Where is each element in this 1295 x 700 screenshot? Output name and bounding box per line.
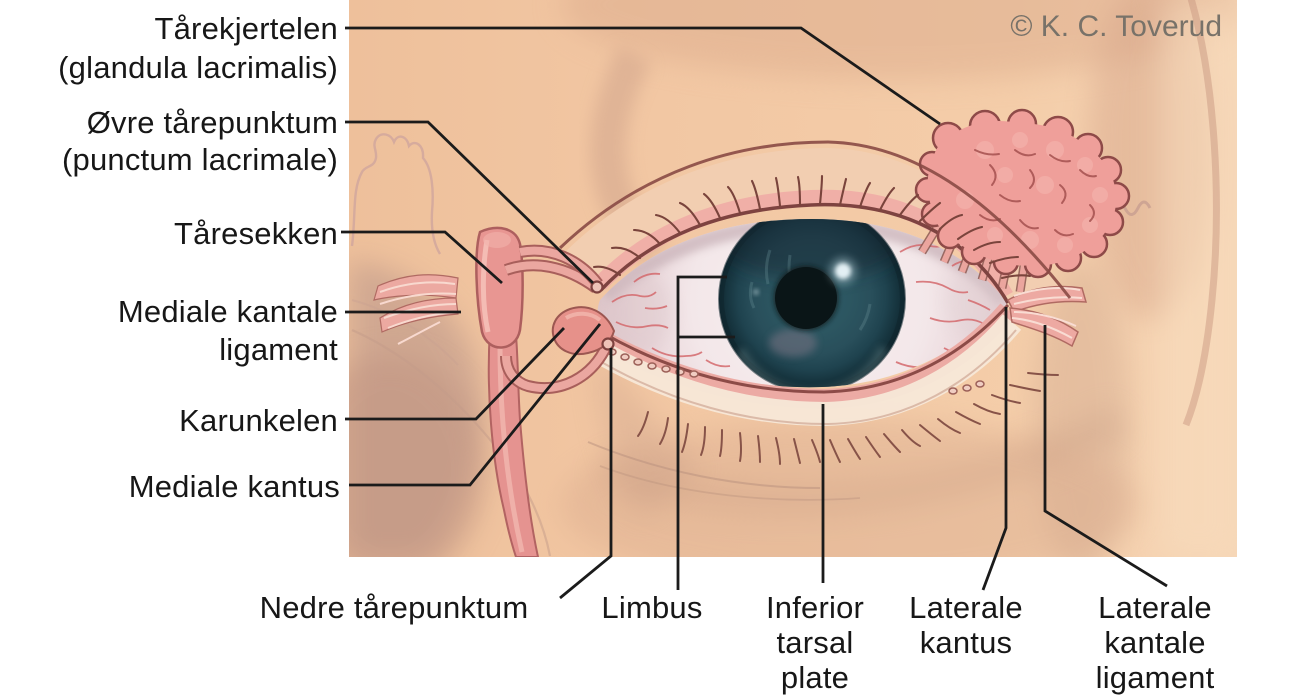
- illustration: [349, 0, 1237, 557]
- leader-karunkelen: [345, 327, 566, 421]
- labels: Tårekjertelen (glandula lacrimalis) Øvre…: [58, 11, 1214, 695]
- label-laterale-kantale-ligament-line3: ligament: [1096, 660, 1215, 695]
- upper-eyelashes: [592, 174, 1032, 280]
- leader-limbus: [676, 275, 727, 590]
- lacrimal-puncta: [590, 280, 615, 351]
- leader-mediale-kantus: [349, 323, 602, 487]
- lower-punctum: [601, 337, 615, 351]
- label-tarekjertelen-line1: Tårekjertelen: [154, 11, 338, 46]
- specular-highlight: [835, 263, 851, 279]
- leader-ovre-tarepunktum: [345, 120, 594, 285]
- label-mediale-kantus: Mediale kantus: [129, 469, 340, 504]
- label-ovre-tarepunktum-line1: Øvre tårepunktum: [87, 105, 338, 140]
- upper-punctum: [590, 280, 604, 294]
- copyright-text: © K. C. Toverud: [1010, 10, 1222, 43]
- leader-laterale-kantale-ligament: [1043, 325, 1168, 588]
- lower-eyelashes: [637, 372, 1059, 465]
- label-inferior-tarsal-plate-line1: Inferior: [766, 590, 864, 625]
- leader-taresekken: [341, 230, 503, 285]
- eyeball: [597, 219, 1008, 388]
- label-limbus: Limbus: [601, 590, 702, 625]
- label-karunkelen: Karunkelen: [179, 403, 338, 438]
- lacrimal-canaliculi: [500, 244, 613, 395]
- label-laterale-kantus-line1: Laterale: [909, 590, 1023, 625]
- leader-lines: [341, 26, 1168, 600]
- label-laterale-kantale-ligament-line1: Laterale: [1098, 590, 1212, 625]
- label-laterale-kantale-ligament-line2: kantale: [1104, 625, 1205, 660]
- label-laterale-kantus-line2: kantus: [920, 625, 1013, 660]
- label-nedre-tarepunktum: Nedre tårepunktum: [260, 590, 529, 625]
- lower-lash-line: [602, 303, 1010, 394]
- medial-canthal-ligament: [373, 274, 459, 345]
- iris: [718, 219, 906, 388]
- label-mediale-kantale-ligament-line1: Mediale kantale: [118, 294, 338, 329]
- label-taresekken: Tåresekken: [174, 216, 338, 251]
- lacrimal-sac: [475, 226, 524, 349]
- nasolacrimal-duct: [487, 328, 540, 557]
- leader-laterale-kantus: [981, 307, 1008, 591]
- lower-eyelid: [594, 303, 1022, 427]
- label-mediale-kantale-ligament-line2: ligament: [219, 332, 338, 367]
- label-inferior-tarsal-plate-line2: tarsal: [776, 625, 853, 660]
- leader-nedre-tarepunktum: [559, 348, 613, 600]
- label-inferior-tarsal-plate-line3: plate: [781, 660, 849, 695]
- skin-shading: [349, 0, 1237, 557]
- leader-tarekjertelen: [345, 26, 941, 126]
- eyelid-crease: [558, 140, 1072, 299]
- label-tarekjertelen-line2: (glandula lacrimalis): [58, 50, 338, 85]
- sketch-lines: [350, 0, 1220, 557]
- label-ovre-tarepunktum-line2: (punctum lacrimale): [62, 142, 338, 177]
- gland-lobule-marks: [974, 149, 1097, 237]
